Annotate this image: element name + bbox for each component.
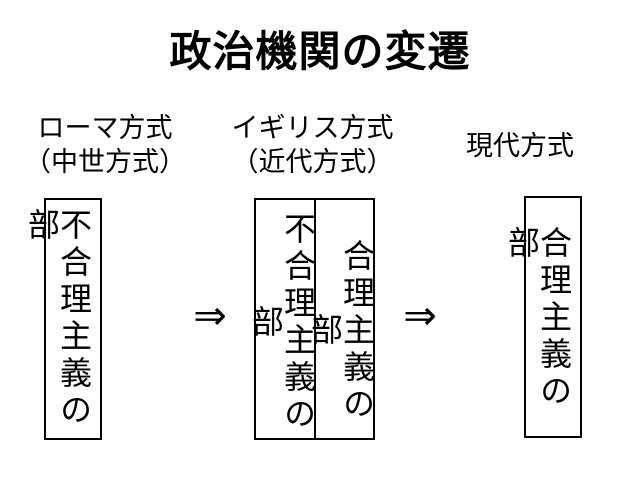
column-label-modern: 現代方式: [445, 130, 595, 164]
arrow-right-icon: ⇒: [193, 293, 227, 339]
column-label-line2: （近代方式）: [231, 147, 394, 178]
column-label-british: イギリス方式 （近代方式）: [225, 112, 400, 180]
box-text-irrational: 不合理主義の部: [247, 212, 317, 434]
arrow-right-icon: ⇒: [403, 293, 437, 339]
box-roman: 不合理主義の部: [23, 198, 102, 440]
column-label-line1: イギリス方式: [231, 113, 394, 144]
column-label-roman: ローマ方式 （中世方式）: [15, 112, 195, 180]
column-label-line1: ローマ方式: [37, 113, 173, 144]
box-text-rational: 合理主義の部: [503, 226, 573, 411]
box-british: 不合理主義の部 合理主義の部: [247, 198, 376, 440]
box-text-irrational: 不合理主義の部: [23, 208, 93, 430]
slide-title: 政治機関の変遷: [169, 27, 471, 76]
column-label-line1: 現代方式: [466, 131, 574, 162]
box-text-rational: 合理主義の部: [306, 238, 376, 424]
column-label-line2: （中世方式）: [24, 147, 186, 178]
box-modern: 合理主義の部: [503, 196, 582, 438]
box-divider: [314, 200, 316, 438]
